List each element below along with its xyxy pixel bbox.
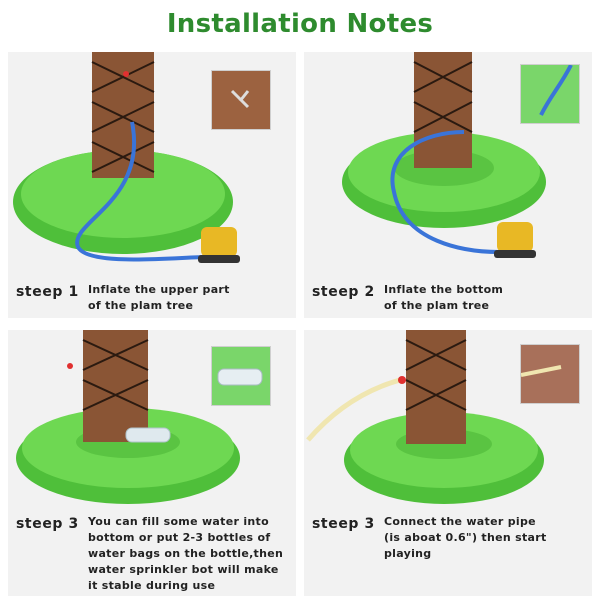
step-description: Inflate the upper part of the plam tree — [88, 283, 230, 312]
add-water-bottles-illustration — [16, 330, 240, 504]
connect-water-pipe-illustration — [306, 330, 544, 504]
step-label: steep 3 — [312, 516, 375, 532]
inflate-bottom-ring-illustration — [342, 52, 546, 258]
step-1-panel: steep 1 Inflate the upper part of the pl… — [8, 52, 296, 318]
page-title: Installation Notes — [166, 9, 434, 39]
hose-detail-inset — [520, 64, 580, 124]
valve-detail-inset — [211, 70, 271, 130]
step-description: Connect the water pipe (is aboat 0.6") t… — [384, 515, 547, 560]
step-3-panel: steep 3 You can fill some water into bot… — [8, 330, 296, 596]
bottle-detail-inset — [211, 346, 271, 406]
step-2-panel: steep 2 Inflate the bottom of the plam t… — [304, 52, 592, 318]
step-description: Inflate the bottom of the plam tree — [384, 283, 504, 312]
step-label: steep 3 — [16, 516, 79, 532]
step-label: steep 2 — [312, 284, 375, 300]
pipe-detail-inset — [520, 344, 580, 404]
step-4-panel: steep 3 Connect the water pipe (is aboat… — [304, 330, 592, 596]
step-label: steep 1 — [16, 284, 79, 300]
inflate-upper-tree-illustration — [13, 52, 240, 263]
step-description: You can fill some water into bottom or p… — [88, 515, 284, 592]
